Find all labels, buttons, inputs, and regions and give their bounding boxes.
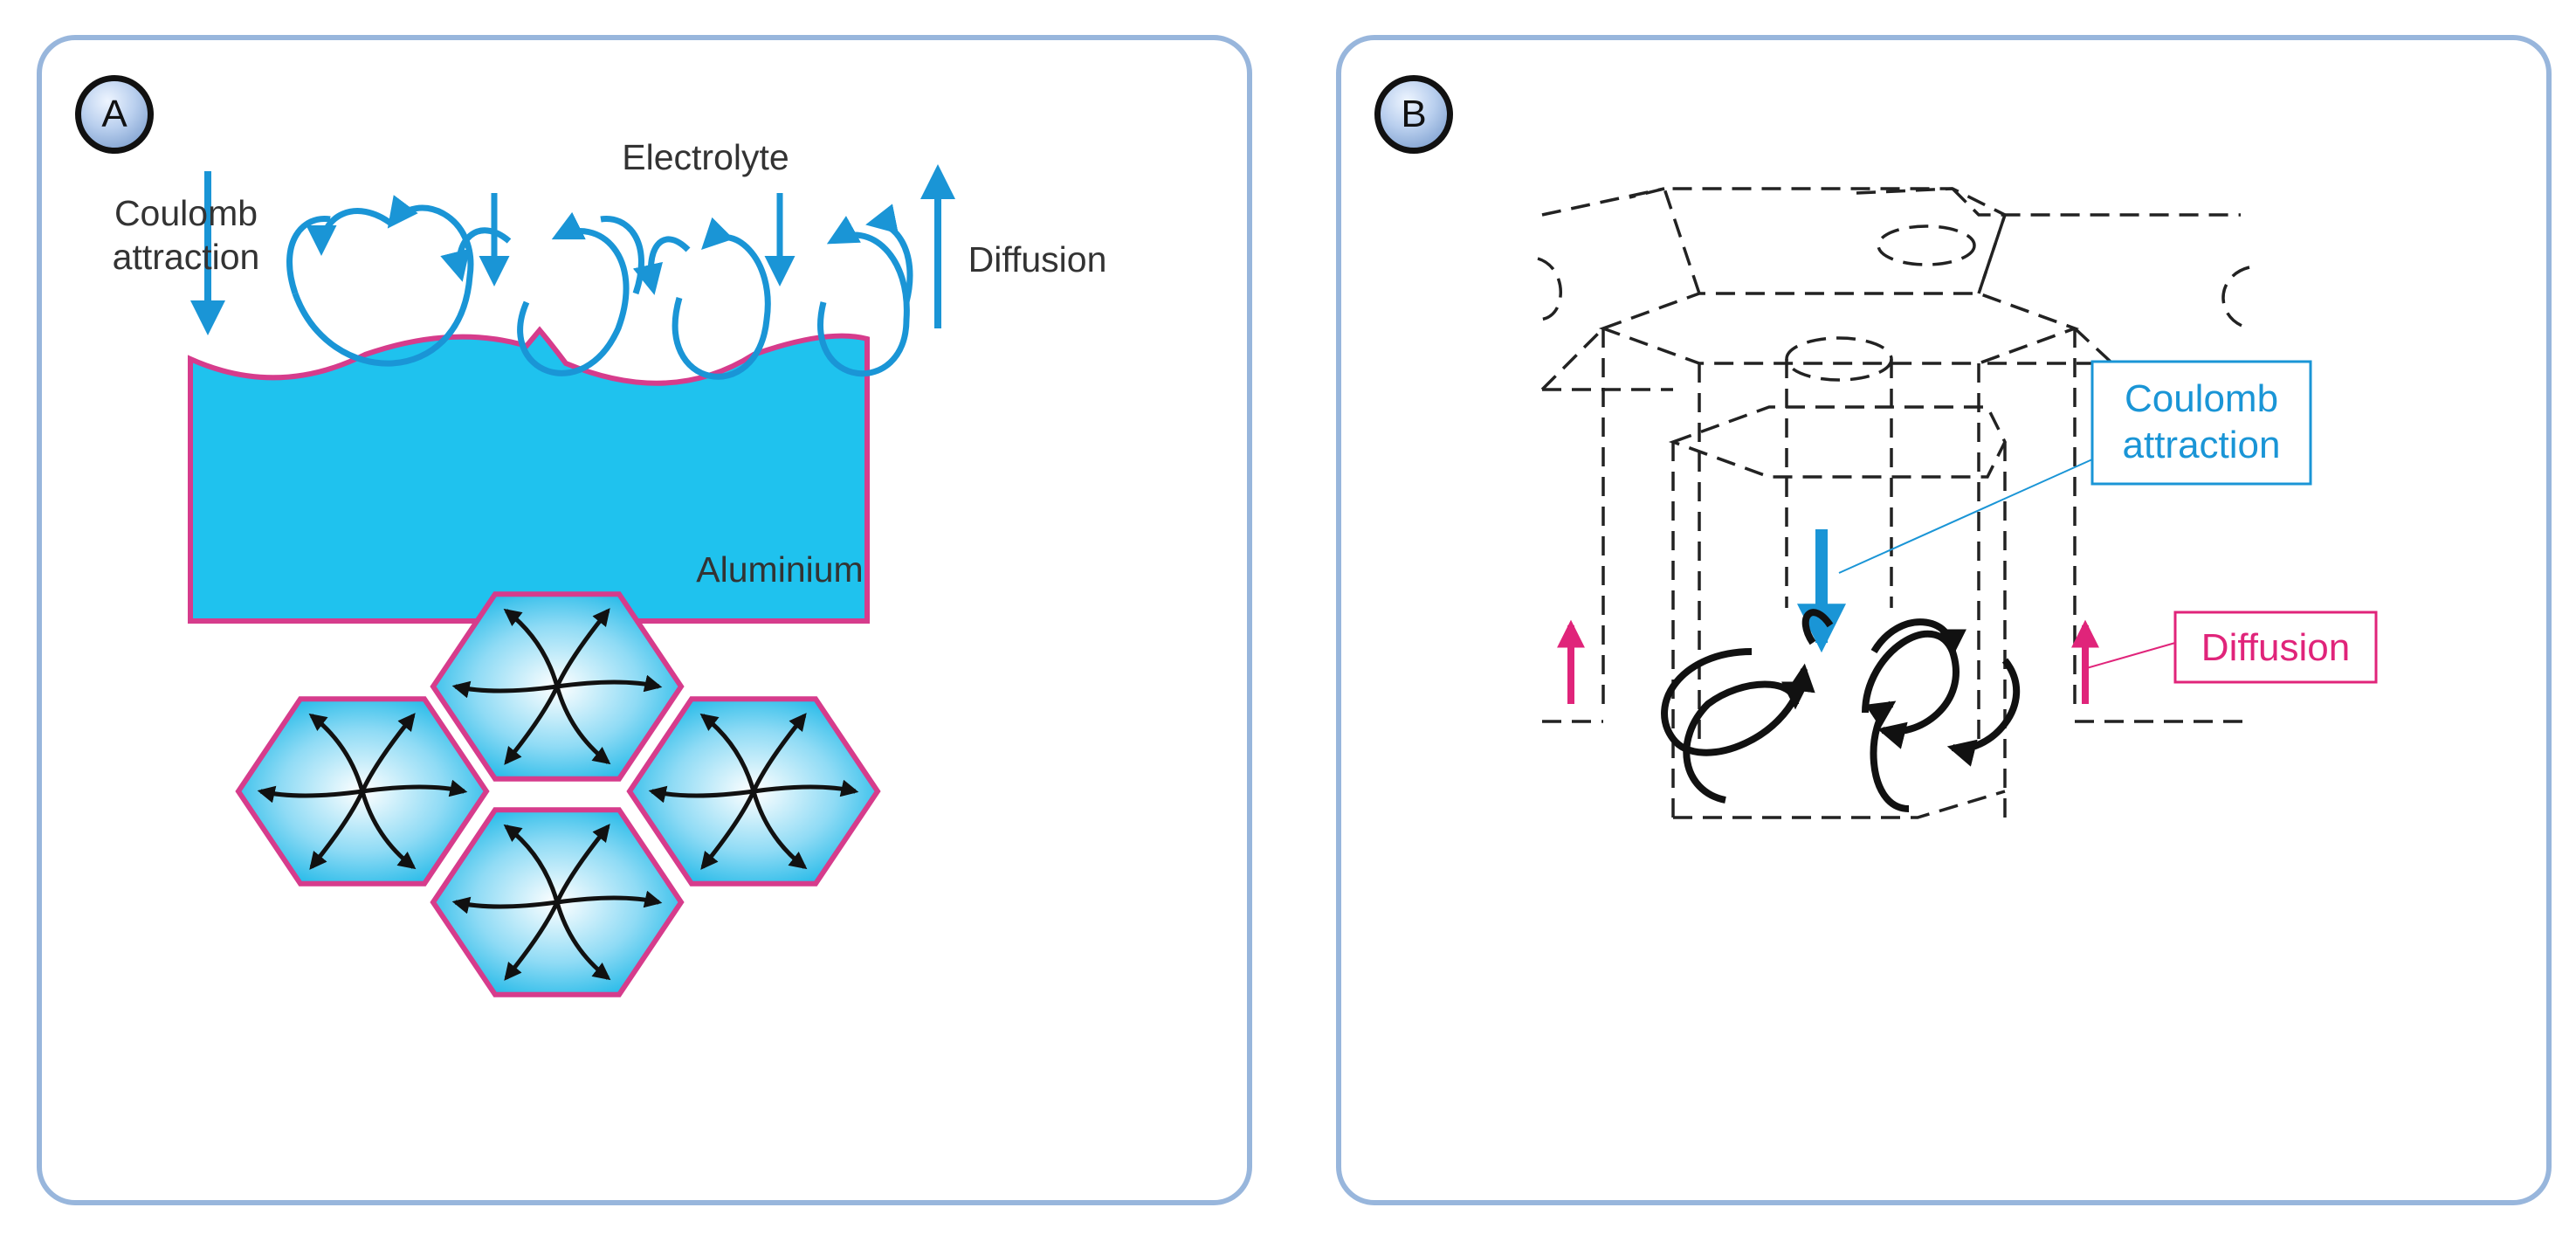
diffusion-leader (2083, 642, 2176, 670)
hexagon-flow-arrow (700, 790, 756, 870)
label-aluminium: Aluminium (696, 549, 863, 590)
hexagon-flow-arrow (699, 713, 756, 792)
hexagon-flow-arrow (503, 608, 560, 687)
coulomb-callout-box (2090, 360, 2312, 486)
convection-loop-2c (440, 227, 512, 282)
hexagon-flow-arrow (554, 686, 611, 765)
hexagon-flow-arrow (503, 824, 560, 903)
panel-b: B (1336, 35, 2552, 1205)
hexagon-flow-arrow (751, 790, 808, 870)
hexagon-flow-arrow (451, 680, 558, 699)
hexagon-flow-arrow (504, 685, 560, 765)
hexagon-cluster (235, 591, 881, 997)
hexagon-flow-arrow (257, 785, 363, 804)
convection-loop-4b (865, 204, 913, 303)
hexagon-flow-arrow (556, 890, 663, 908)
hexagon-flow-arrow (308, 713, 365, 792)
label-coulomb-line2: attraction (113, 237, 260, 277)
convection-loop-1b (286, 215, 331, 295)
coulomb-callout-line2: attraction (2123, 424, 2281, 466)
diffusion-callout-box (2173, 611, 2378, 684)
convection-loop-4 (817, 216, 910, 377)
swirl-loop-2 (1683, 680, 1809, 804)
hexagon-flow-arrow (360, 713, 416, 793)
panel-a-badge: A (75, 75, 154, 154)
panel-a-diagram: Coulomb attraction Electrolyte Diffusion… (113, 137, 1107, 997)
hexagon-flow-arrow (360, 790, 417, 870)
swirl-loop-3 (1801, 609, 1834, 645)
hexagon-flow-arrow (554, 824, 610, 904)
hexagon-flow-arrow (504, 900, 560, 981)
hexagon-flow-arrow (451, 896, 558, 914)
label-coulomb-line1: Coulomb (114, 193, 258, 233)
aluminium-block (188, 326, 870, 624)
swirl-loop-5 (1870, 618, 1966, 658)
coulomb-leader (1838, 459, 2093, 574)
label-electrolyte: Electrolyte (622, 137, 789, 177)
dashed-honeycomb (1537, 187, 2260, 819)
convection-loop-2 (517, 211, 630, 376)
hexagon-flow-arrow (309, 790, 365, 870)
convection-loop-3b (632, 236, 691, 295)
diffusion-callout-label: Diffusion (2201, 626, 2350, 669)
hexagon-flow-arrow (751, 713, 807, 793)
label-diffusion: Diffusion (968, 239, 1107, 279)
coulomb-callout-line1: Coulomb (2125, 377, 2278, 420)
hexagon-flow-arrow (753, 779, 859, 797)
panel-b-diagram: Coulomb attraction Diffusion (1537, 187, 2378, 819)
convection-loop-1 (292, 195, 474, 367)
swirl-loop-6 (1864, 700, 1910, 812)
swirl-loop-1 (1661, 648, 1815, 756)
hexagon-flow-arrow (648, 785, 754, 804)
panel-b-badge: B (1374, 75, 1453, 154)
convection-loop-1c (306, 208, 394, 256)
hexagon-flow-arrow (554, 901, 611, 981)
hexagon-flow-arrow (362, 779, 468, 797)
convection-loop-3 (672, 217, 771, 380)
panel-a: A (37, 35, 1252, 1205)
hexagon-flow-arrow (554, 608, 610, 688)
swirl-loop-7 (1946, 658, 2021, 767)
hexagon-flow-arrow (556, 674, 663, 693)
